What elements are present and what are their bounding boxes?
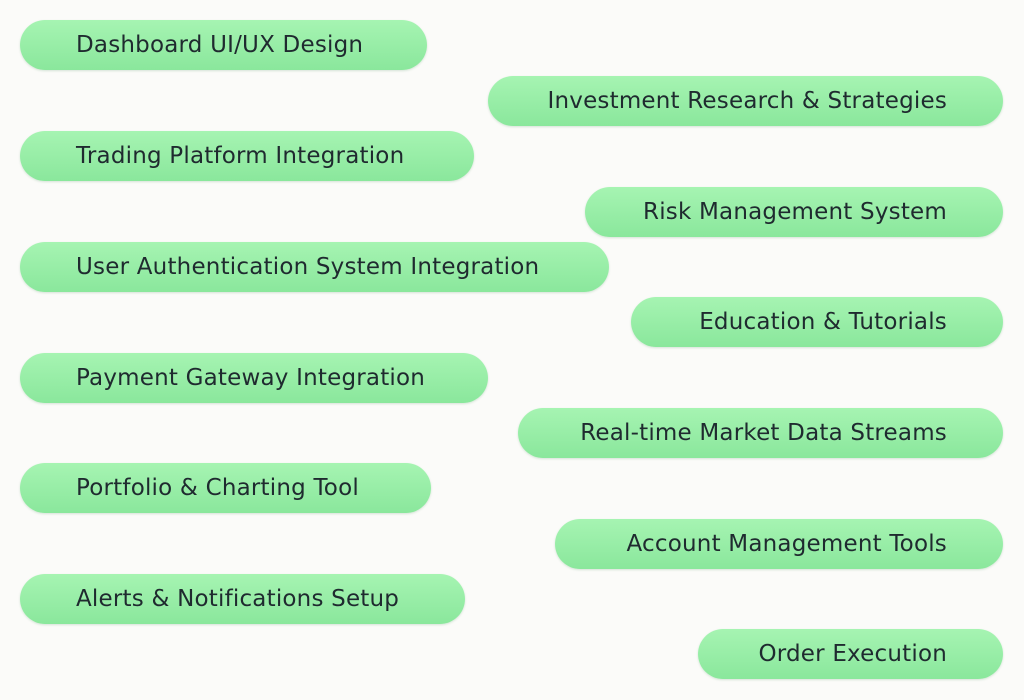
feature-label: Account Management Tools	[626, 531, 947, 557]
feature-label: User Authentication System Integration	[76, 254, 540, 280]
feature-pill-user-authentication: User Authentication System Integration	[20, 242, 609, 292]
feature-pill-portfolio-charting: Portfolio & Charting Tool	[20, 463, 431, 513]
feature-label: Portfolio & Charting Tool	[76, 475, 359, 501]
feature-pill-risk-management: Risk Management System	[585, 187, 1003, 237]
feature-pill-alerts-notifications: Alerts & Notifications Setup	[20, 574, 465, 624]
feature-pill-trading-platform: Trading Platform Integration	[20, 131, 474, 181]
feature-label: Risk Management System	[643, 199, 947, 225]
feature-pill-market-data: Real-time Market Data Streams	[518, 408, 1003, 458]
feature-pill-account-management: Account Management Tools	[555, 519, 1003, 569]
feature-label: Alerts & Notifications Setup	[76, 586, 400, 612]
feature-label: Investment Research & Strategies	[547, 88, 947, 114]
feature-pill-education-tutorials: Education & Tutorials	[631, 297, 1003, 347]
feature-label: Order Execution	[758, 641, 947, 667]
feature-label: Education & Tutorials	[699, 309, 947, 335]
feature-pill-payment-gateway: Payment Gateway Integration	[20, 353, 488, 403]
feature-pill-investment-research: Investment Research & Strategies	[488, 76, 1003, 126]
feature-label: Real-time Market Data Streams	[580, 420, 947, 446]
feature-label: Dashboard UI/UX Design	[76, 32, 364, 58]
feature-pill-dashboard-design: Dashboard UI/UX Design	[20, 20, 427, 70]
feature-pill-order-execution: Order Execution	[698, 629, 1003, 679]
feature-label: Payment Gateway Integration	[76, 365, 426, 391]
feature-label: Trading Platform Integration	[76, 143, 405, 169]
